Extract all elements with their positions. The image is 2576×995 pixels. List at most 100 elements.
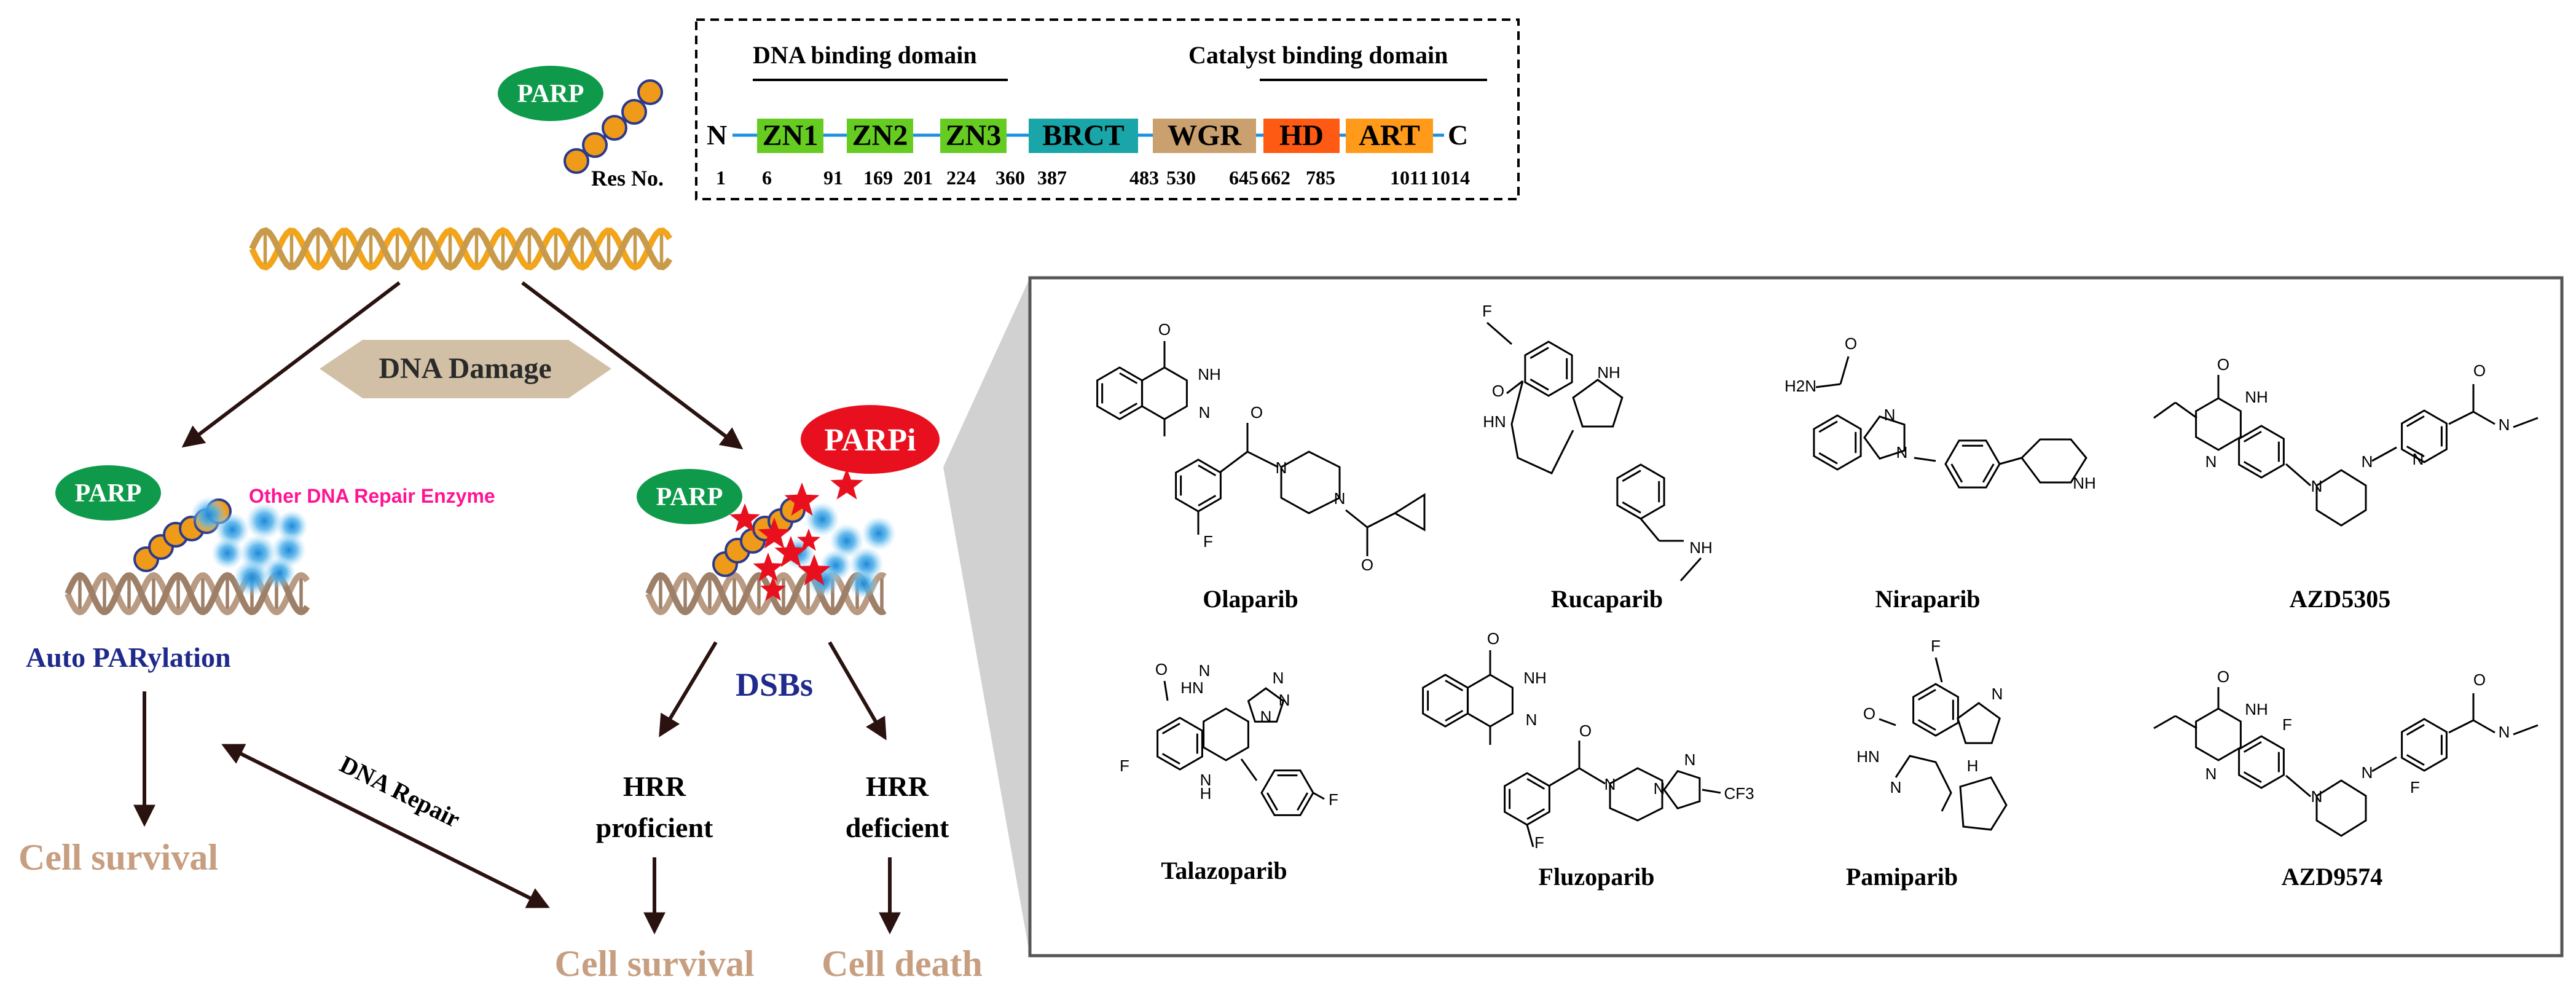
atom-fluz_nh: NH bbox=[1523, 669, 1547, 687]
dna-damage-tag: DNA Damage bbox=[320, 340, 611, 398]
atom-olaparib_o3: O bbox=[1361, 556, 1373, 574]
bond-path bbox=[1895, 755, 1952, 812]
bond-path bbox=[1393, 493, 1426, 532]
bond bbox=[1220, 450, 1248, 473]
poly-adp-ribose-chain bbox=[564, 79, 663, 174]
bond bbox=[2371, 446, 2397, 462]
atom-fluz_n2: N bbox=[1684, 750, 1696, 769]
parp-top-label: PARP bbox=[517, 80, 584, 108]
adp-ribose-bead bbox=[637, 79, 663, 105]
repair-enzyme-dot bbox=[805, 502, 839, 537]
right-parp-badge bbox=[637, 469, 742, 524]
residue-483: 483 bbox=[1129, 167, 1159, 189]
domain-label-brct: BRCT bbox=[1042, 119, 1124, 152]
right-parp-label: PARP bbox=[656, 483, 723, 511]
inhibitor-star bbox=[760, 576, 786, 601]
double-bond bbox=[2406, 415, 2425, 427]
bond-path bbox=[2238, 735, 2285, 789]
bond-path bbox=[1572, 379, 1624, 428]
double-bond bbox=[1445, 710, 1464, 722]
bond bbox=[1879, 718, 1896, 726]
parp-top-group: PARP Res No. bbox=[498, 66, 664, 191]
atom-olaparib_nh: NH bbox=[1198, 365, 1221, 383]
domain-label-art: ART bbox=[1359, 119, 1420, 152]
arrow-to-hrr-proficient bbox=[659, 641, 718, 737]
domain-box-zn3 bbox=[940, 119, 1007, 153]
atom-fluz_o2: O bbox=[1579, 722, 1592, 740]
double-bond bbox=[2406, 754, 2425, 766]
atom-tala_n: N bbox=[1199, 661, 1211, 680]
atom-pami_nh2: H bbox=[1967, 757, 1979, 775]
bond bbox=[1526, 824, 1534, 848]
double-bond bbox=[2406, 446, 2425, 458]
atom-pami_nh: N bbox=[1992, 685, 2003, 703]
bond-path bbox=[1957, 702, 2001, 744]
domain-map-frame bbox=[695, 18, 1520, 200]
atom-tala_nh: N bbox=[1200, 771, 1212, 789]
domain-box-brct bbox=[1029, 119, 1138, 153]
left-parp-badge bbox=[55, 465, 161, 521]
domain-label-zn3: ZN3 bbox=[946, 119, 1002, 152]
atom-tala_o: O bbox=[1155, 660, 1168, 678]
atom-nira_o: O bbox=[1845, 334, 1857, 353]
repair-enzyme-dot bbox=[830, 524, 864, 558]
bond bbox=[2371, 756, 2397, 773]
domain-box-hd bbox=[1263, 119, 1340, 153]
double-bond bbox=[1119, 403, 1138, 415]
atom-azd5305_nh2: N bbox=[2499, 415, 2510, 434]
repair-enzyme-dot bbox=[862, 516, 896, 551]
bond-path bbox=[1510, 380, 1574, 474]
repair-enzyme-dot bbox=[264, 557, 296, 589]
drug-name-pamiparib: Pamiparib bbox=[1846, 863, 1958, 891]
atom-azd9574_n2: N bbox=[2362, 763, 2373, 782]
bond-path bbox=[1280, 450, 1341, 514]
double-bond bbox=[1526, 777, 1545, 790]
double-bond bbox=[1622, 501, 1641, 514]
double-bond bbox=[1445, 679, 1464, 691]
residue-224: 224 bbox=[946, 167, 976, 189]
domain-label-zn2: ZN2 bbox=[852, 119, 908, 152]
atom-azd9574_nh1: NH bbox=[2245, 700, 2268, 718]
atom-tala_f2: F bbox=[1329, 790, 1338, 809]
bond-path bbox=[2020, 438, 2087, 484]
right-branch: PARPi PARP DSBs HRR proficient HRR defic… bbox=[555, 405, 983, 984]
double-bond bbox=[1917, 719, 1936, 731]
inhibitor-star bbox=[729, 503, 760, 532]
dna-damage-hexagon bbox=[320, 340, 611, 398]
dsbs-label: DSBs bbox=[736, 666, 813, 703]
inhibitor-star bbox=[774, 536, 807, 567]
atom-pami_f: F bbox=[1931, 637, 1941, 655]
inhibitor-star bbox=[830, 468, 863, 500]
dna-binding-domain-label: DNA binding domain bbox=[753, 41, 977, 69]
atom-ruca_nh2: NH bbox=[1689, 538, 1713, 557]
atom-tala_f1: F bbox=[1120, 757, 1129, 775]
domain-label-zn1: ZN1 bbox=[763, 119, 819, 152]
bond bbox=[1999, 457, 2022, 465]
bond-path bbox=[1813, 414, 1862, 471]
bond bbox=[1247, 450, 1279, 468]
auto-parylation-label: Auto PARylation bbox=[26, 642, 231, 673]
drug-name-rucaparib: Rucaparib bbox=[1551, 585, 1663, 613]
double-bond bbox=[1818, 452, 1838, 465]
double-bond bbox=[2243, 771, 2262, 784]
helix-strand bbox=[645, 572, 887, 616]
residue-1011: 1011 bbox=[1390, 167, 1428, 189]
catalyst-binding-domain-label: Catalyst binding domain bbox=[1188, 41, 1448, 69]
domain-box-zn2 bbox=[847, 119, 913, 153]
atom-azd9574_o1: O bbox=[2217, 667, 2229, 686]
bond-path bbox=[1156, 717, 1203, 771]
bond bbox=[1579, 767, 1606, 785]
dna-helix-top bbox=[249, 227, 673, 271]
atom-nira_h2n: H2N bbox=[1785, 377, 1816, 395]
other-dna-repair-enzyme-label: Other DNA Repair Enzyme bbox=[249, 485, 495, 507]
bond bbox=[2285, 774, 2311, 798]
double-bond bbox=[1818, 420, 1838, 433]
bond bbox=[1702, 789, 1721, 794]
bond-path bbox=[1944, 439, 2001, 489]
bond bbox=[1839, 356, 1850, 385]
bond-path bbox=[1663, 769, 1701, 810]
residue-1014: 1014 bbox=[1431, 167, 1470, 189]
